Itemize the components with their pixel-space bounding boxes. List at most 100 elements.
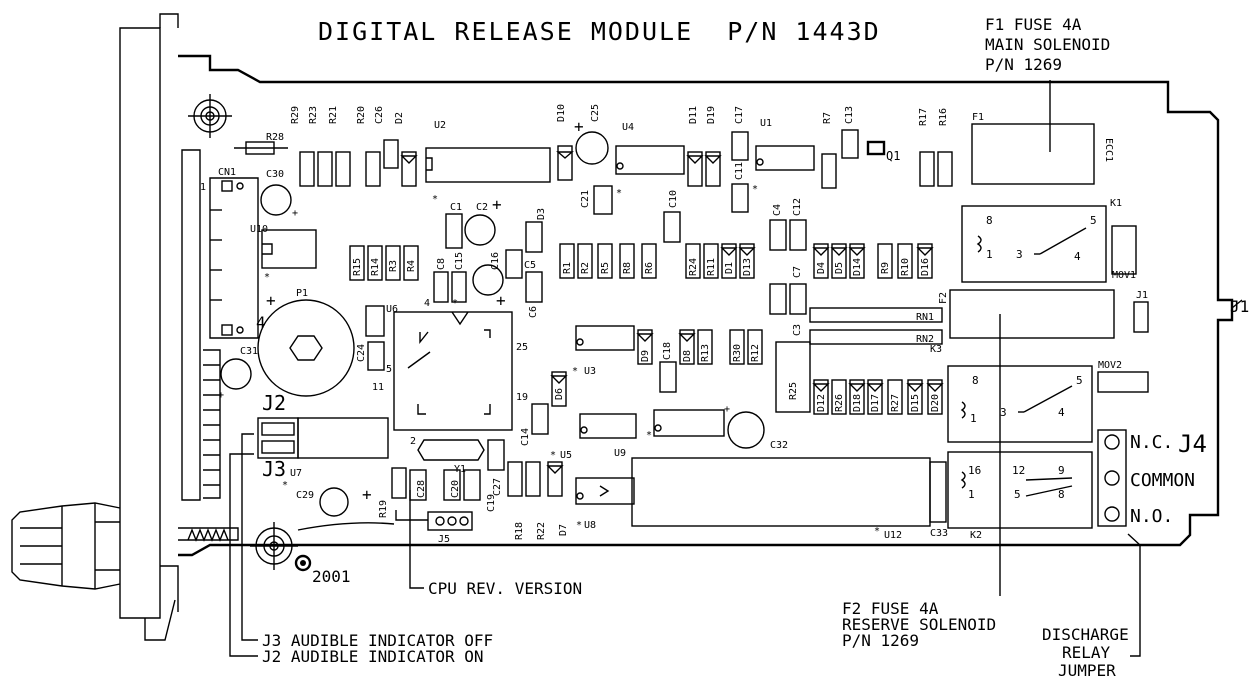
cpu-pin-19: 19 [516,392,528,403]
label-r3: R3 [388,260,399,272]
label-c15: C15 [454,252,465,270]
label-d3: D3 [536,208,547,220]
resistors-r17-r16: R17 R16 [918,108,953,187]
label-r10: R10 [900,258,911,276]
label-r7: R7 [822,112,833,124]
pcb-outline [178,54,1234,557]
cpu-chip: 4 25 11 19 2 * [372,298,528,447]
label-p1: P1 [296,288,308,299]
capacitor-c18: C18 [659,342,677,393]
k3-pin-3: 3 [1000,406,1007,419]
resistor-row-middle: R1 R2 R5 R8 R6 R24 R11 D1 D13 [559,243,756,279]
svg-text:*: * [572,366,578,377]
k1-pin-1: 1 [986,248,993,261]
capacitor-c11: C11 * [731,162,758,213]
svg-text:*: * [452,298,458,309]
label-r8: R8 [622,262,633,274]
label-c4: C4 [772,204,783,216]
capacitor-c14: C14 [520,403,549,446]
label-r28: R28 [266,132,284,143]
parts-r7-c13-q1: R7 C13 Q1 [821,106,900,189]
f1-callout-line3: P/N 1269 [985,55,1062,74]
label-d8: D8 [682,350,693,362]
pin-cn1: 1 [200,182,206,193]
label-d5: D5 [834,262,845,274]
svg-text:+: + [266,291,276,310]
f2-callout-line2: RESERVE SOLENOID [842,615,996,634]
fuse-f1: F1 ECC1 [971,112,1114,185]
discharge-line1: DISCHARGE [1042,625,1129,644]
label-c18: C18 [662,342,673,360]
svg-text:*: * [282,480,288,491]
label-c31: C31 [240,346,258,357]
label-r11: R11 [706,258,717,276]
diode-row-lower: D12 R26 D18 D17 R27 D15 D20 [812,379,944,415]
label-rn1: RN1 [916,312,934,323]
wire-jumper [297,522,395,531]
resistor-row-r15: R15 R14 R3 R4 [349,245,419,281]
label-c12: C12 [792,198,803,216]
label-u1: U1 [760,118,772,129]
label-d9: D9 [640,350,651,362]
svg-text:+: + [574,117,584,136]
label-mov1: MOV1 [1112,270,1136,281]
capacitor-c17: C17 [731,106,749,161]
label-c13: C13 [844,106,855,124]
capacitor-c27: C27 [487,439,505,496]
label-c28: C28 [416,480,427,498]
svg-text:+: + [496,291,506,310]
label-u2: U2 [434,120,446,131]
label-r2: R2 [580,262,591,274]
label-c25: C25 [590,104,601,122]
ic-small-center: * + [646,404,730,441]
svg-text:+: + [218,390,224,401]
label-c14: C14 [520,428,531,446]
connector-cn1: CN1 1 [181,149,259,501]
relay-k3: 8 5 1 3 4 [947,365,1093,443]
label-c26: C26 [374,106,385,124]
label-d2: D2 [394,112,405,124]
label-j1-board: J1 [1136,290,1148,301]
label-c16: C16 [490,252,501,270]
capacitor-c30: C30 + [260,169,298,219]
label-c20: C20 [450,480,461,498]
f2-callout-line1: F2 FUSE 4A [842,599,939,618]
knob [11,502,121,590]
diode-d10-c25: D10 C25 + [556,104,609,181]
label-d14: D14 [852,258,863,276]
label-r22: R22 [536,522,547,540]
cpu-pin-25: 25 [516,342,528,353]
diodes-d11-d19: D11 D19 [686,106,722,187]
svg-text:+: + [292,208,298,219]
label-r12: R12 [750,344,761,362]
label-c19: C19 [486,494,497,512]
capacitor-c33: C33 [929,461,948,539]
capacitors-c4-c12: C4 C12 [769,198,807,251]
f1-callout-line2: MAIN SOLENOID [985,35,1110,54]
capacitors-c7-c3: C7 C3 [769,266,807,336]
label-k2: K2 [970,530,982,541]
ic-u5: U5 * [550,413,637,461]
label-r15: R15 [352,258,363,276]
label-j3-header: J3 [262,457,286,481]
label-d12: D12 [816,394,827,412]
k3-pin-8: 8 [972,374,979,387]
label-cn1: CN1 [218,167,236,178]
j4-label: J4 [1178,430,1207,458]
svg-text:+: + [724,404,730,415]
edge-connector [203,349,221,499]
resistors-r13-r30-r12: R13 R30 R12 [697,329,763,365]
label-c6: C6 [528,306,539,318]
label-c11: C11 [734,162,745,180]
capacitor-c10: C10 [663,190,681,243]
label-r1: R1 [562,262,573,274]
varistor-mov2: MOV2 [1097,360,1149,393]
discharge-line2: RELAY [1062,643,1111,662]
label-f1: F1 [972,112,984,123]
label-j5: J5 [438,534,450,545]
svg-text:+: + [492,195,502,214]
bottom-left-parts: R19 C28 C20 C19 R18 R22 D7 [378,461,569,540]
audible-indicator-callouts: J3 AUDIBLE INDICATOR OFF J2 AUDIBLE INDI… [229,433,493,666]
label-d6: D6 [554,388,565,400]
label-r9: R9 [880,262,891,274]
